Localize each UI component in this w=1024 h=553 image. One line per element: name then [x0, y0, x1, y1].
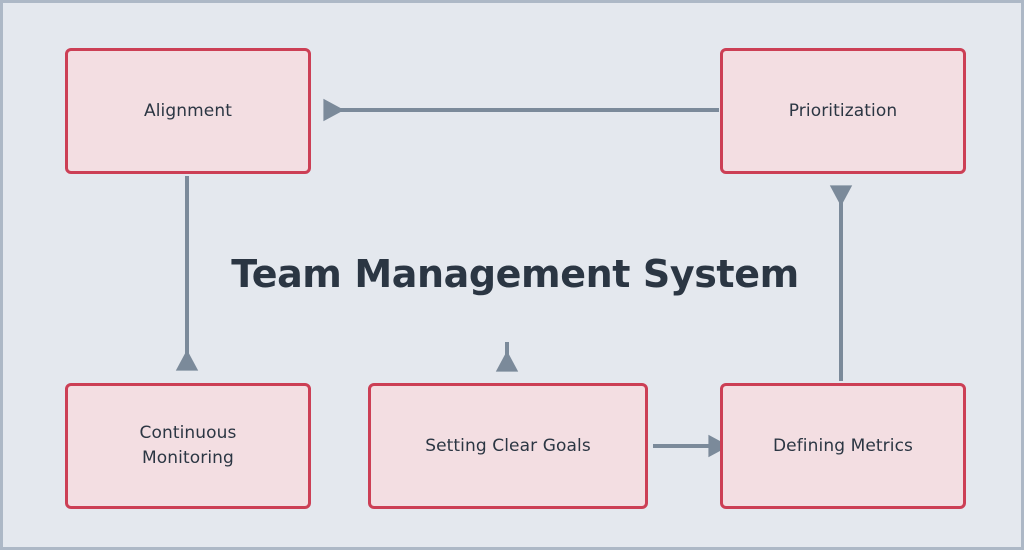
node-defining-metrics[interactable]: Defining Metrics: [720, 383, 966, 509]
node-alignment[interactable]: Alignment: [65, 48, 311, 174]
diagram-title: Team Management System: [231, 252, 799, 296]
arrow-layer: [175, 98, 853, 458]
node-setting-clear-goals-label: Setting Clear Goals: [425, 435, 591, 456]
node-setting-clear-goals[interactable]: Setting Clear Goals: [368, 383, 648, 509]
node-prioritization[interactable]: Prioritization: [720, 48, 966, 174]
node-defining-metrics-label: Defining Metrics: [772, 435, 914, 456]
node-prioritization-label: Prioritization: [788, 100, 898, 121]
node-alignment-label: Alignment: [143, 100, 232, 121]
node-continuous-monitoring-label: Continuous Monitoring: [139, 423, 237, 468]
node-continuous-monitoring[interactable]: Continuous Monitoring: [65, 383, 311, 509]
